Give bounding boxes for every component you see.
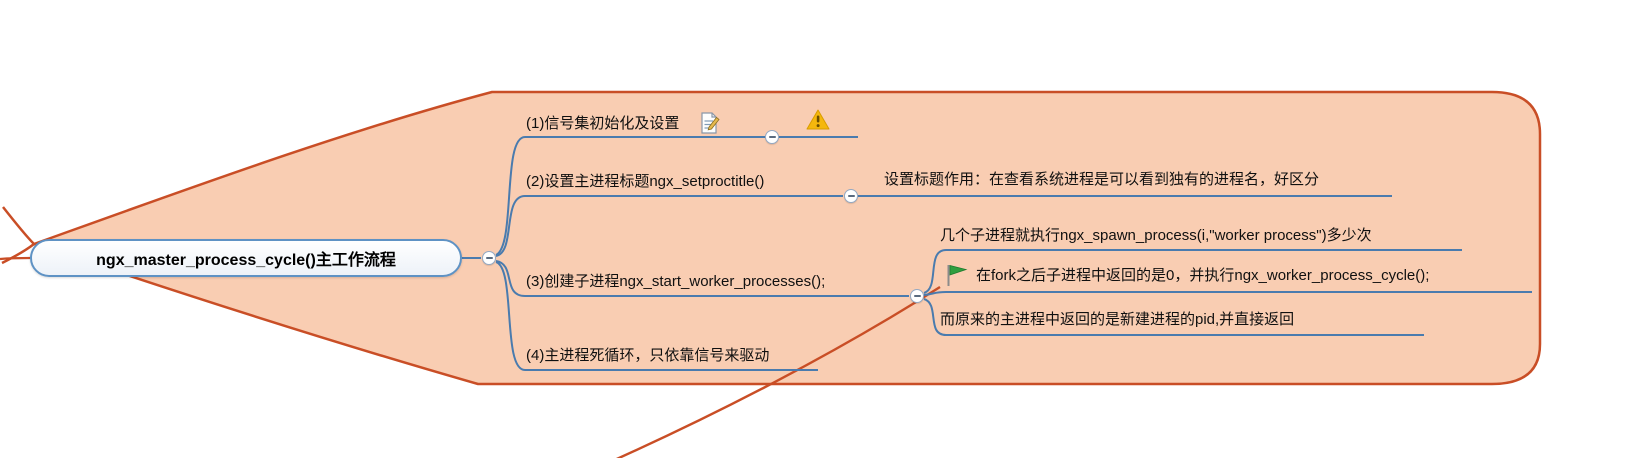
minus-icon — [847, 195, 855, 197]
collapse-button-branch1[interactable] — [765, 130, 779, 144]
note-icon[interactable] — [701, 112, 720, 134]
collapse-button-root[interactable] — [482, 251, 496, 265]
topic-master-return-pid[interactable]: 而原来的主进程中返回的是新建进程的pid,并直接返回 — [940, 311, 1295, 328]
topic-setproctitle[interactable]: (2)设置主进程标题ngx_setproctitle() — [526, 173, 765, 190]
green-flag-icon[interactable] — [947, 264, 968, 286]
minus-icon — [485, 257, 493, 259]
warning-icon[interactable] — [806, 109, 830, 130]
topic-master-loop[interactable]: (4)主进程死循环，只依靠信号来驱动 — [526, 347, 770, 364]
branch2-line — [495, 195, 843, 257]
branch1-line — [495, 136, 765, 256]
collapse-button-branch3[interactable] — [910, 289, 924, 303]
branch3-child1-line — [923, 249, 1462, 294]
branch3-line — [495, 260, 909, 297]
topic-signal-init[interactable]: (1)信号集初始化及设置 — [526, 115, 680, 132]
collapse-button-branch2[interactable] — [844, 189, 858, 203]
branch3-child3-line — [923, 298, 1424, 336]
boundary-fill — [34, 92, 1540, 384]
branch4-line — [495, 261, 818, 371]
root-topic[interactable]: ngx_master_process_cycle()主工作流程 — [30, 239, 462, 277]
root-topic-label: ngx_master_process_cycle()主工作流程 — [96, 252, 396, 269]
topic-setproctitle-note[interactable]: 设置标题作用：在查看系统进程是可以看到独有的进程名，好区分 — [884, 171, 1320, 188]
minus-icon — [768, 136, 776, 138]
topic-start-worker-processes[interactable]: (3)创建子进程ngx_start_worker_processes(); — [526, 273, 826, 290]
topic-spawn-process-count[interactable]: 几个子进程就执行ngx_spawn_process(i,"worker proc… — [940, 227, 1372, 244]
minus-icon — [913, 295, 921, 297]
parent-connector-line — [0, 256, 31, 261]
offscreen-branch-curve — [615, 285, 941, 458]
branch3-child2-line — [923, 291, 1532, 296]
topic-fork-child-return[interactable]: 在fork之后子进程中返回的是0，并执行ngx_worker_process_c… — [976, 267, 1430, 284]
